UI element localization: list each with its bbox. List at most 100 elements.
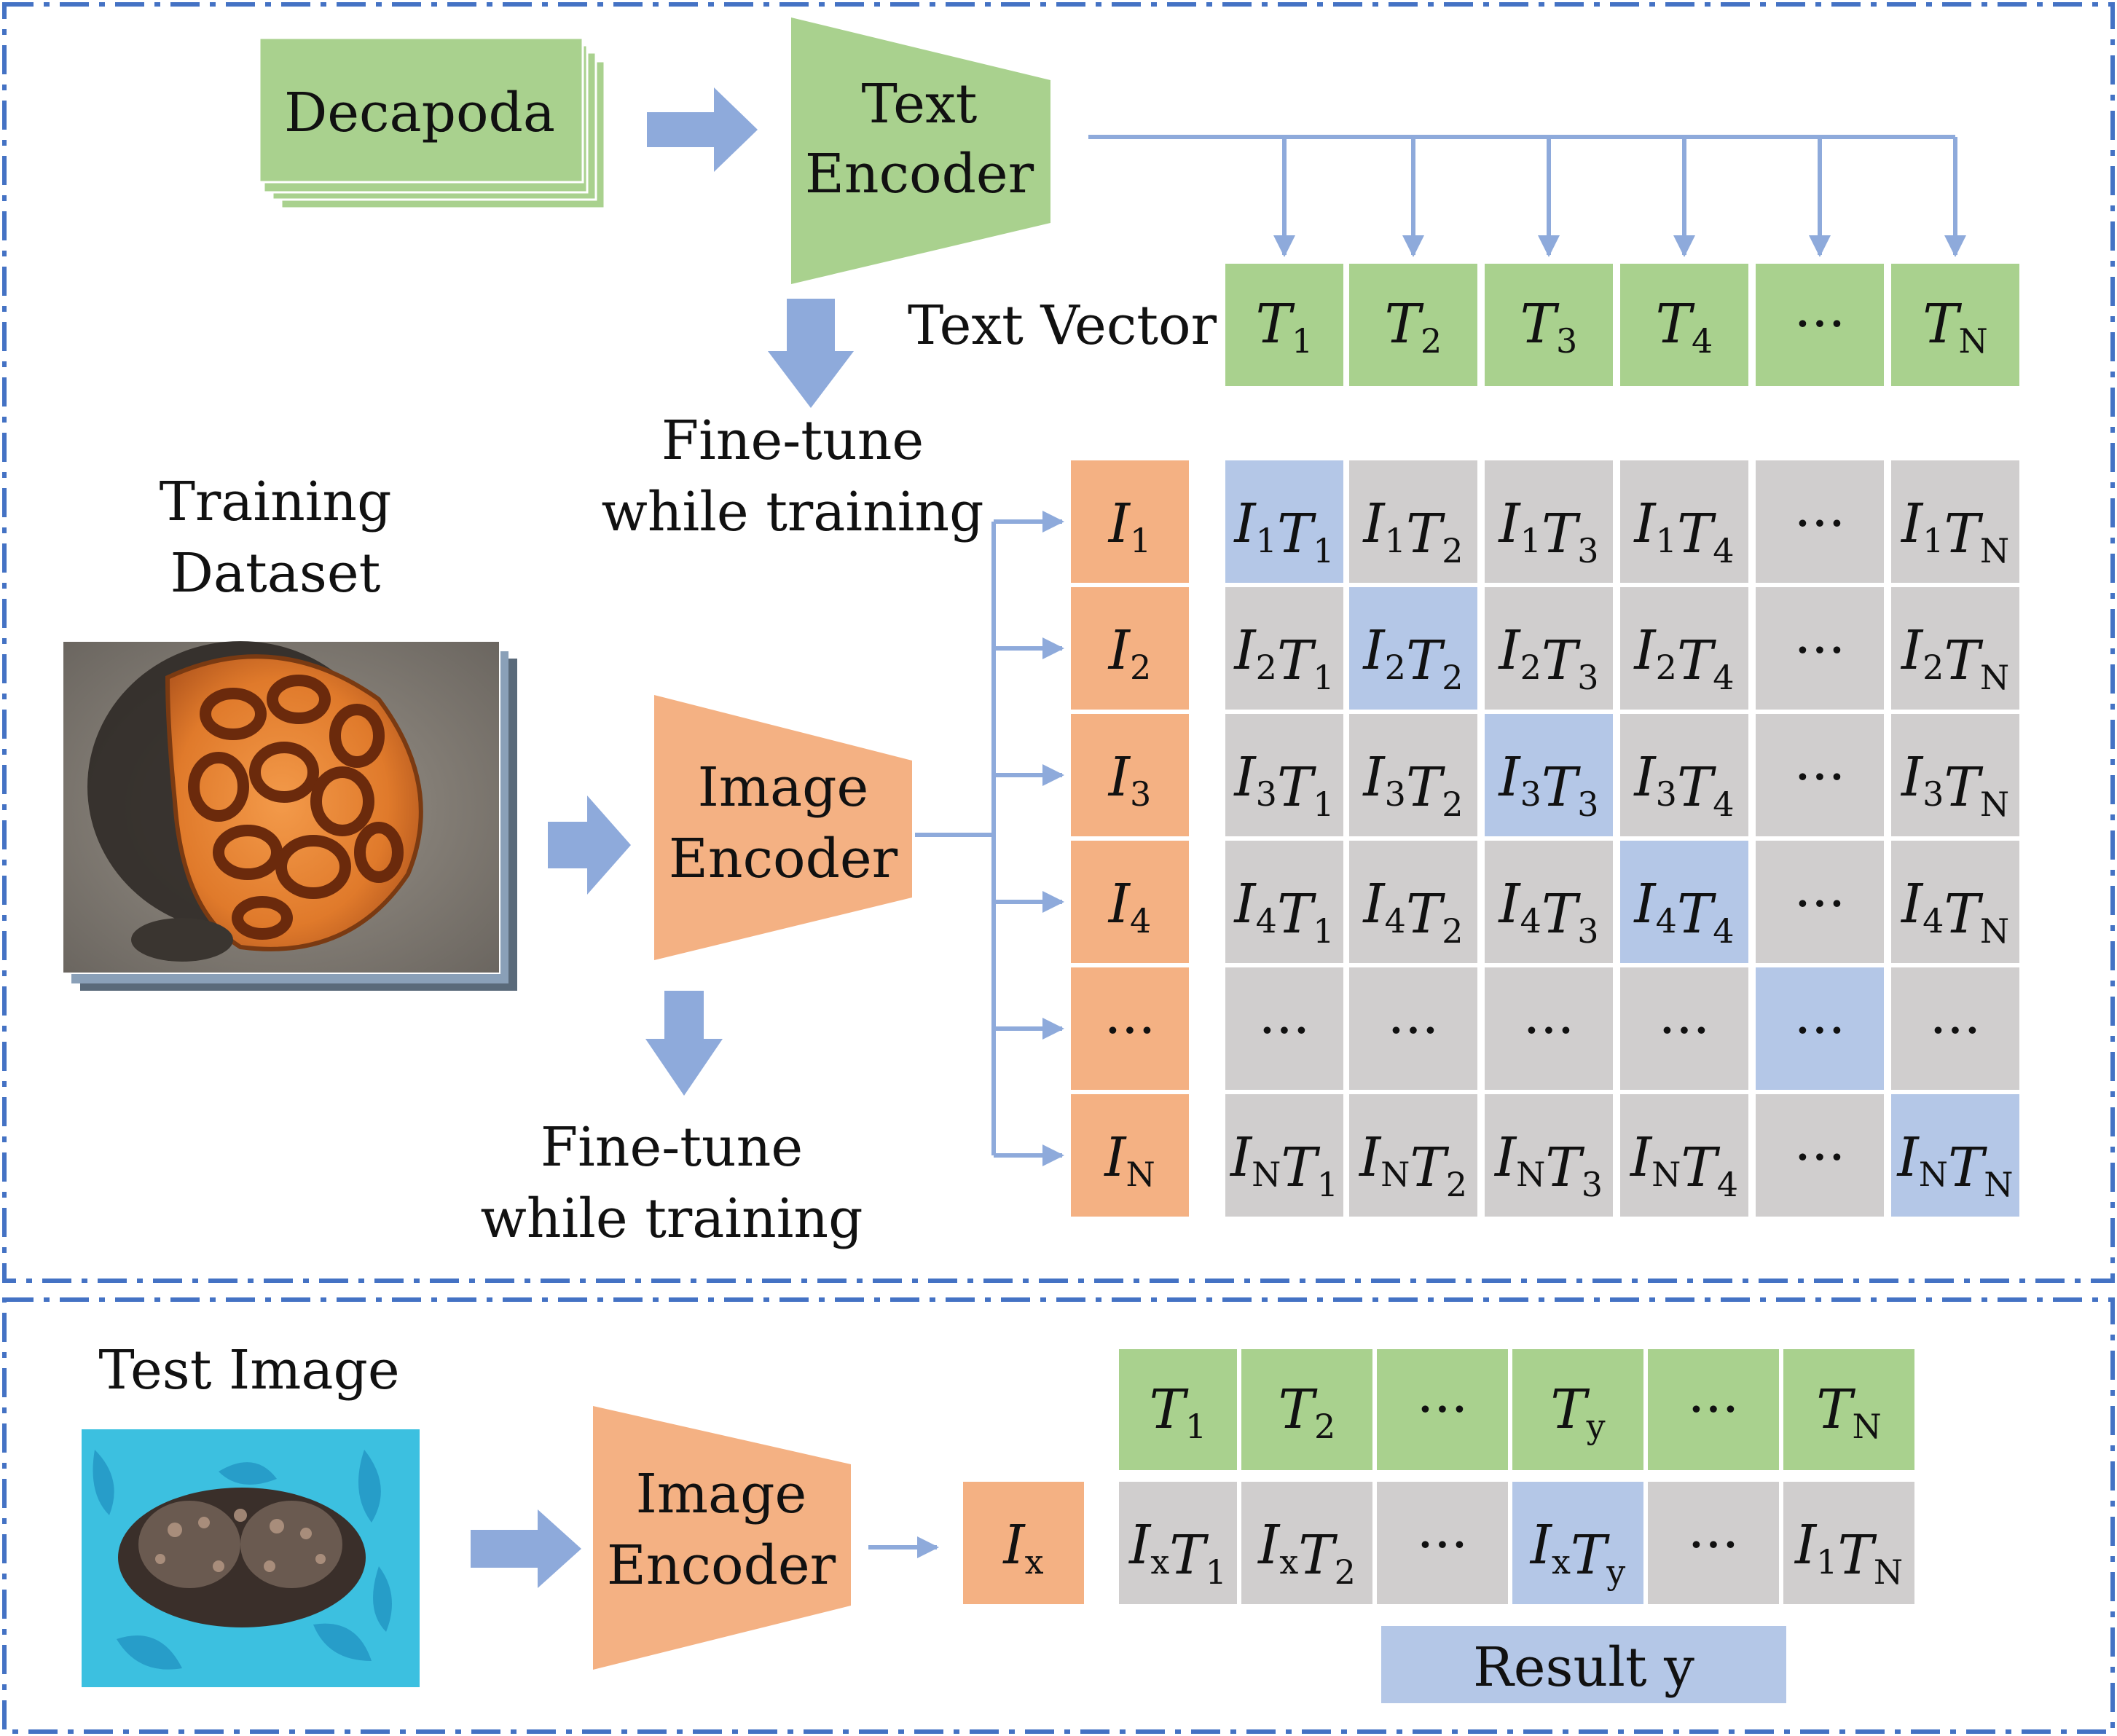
- matrix-cell-text-base: I: [1358, 1126, 1382, 1189]
- matrix-cell-text: INTN: [1896, 1126, 2013, 1204]
- test-image-to-encoder-arrow: [471, 1509, 581, 1588]
- matrix-cell-text-base: I: [1233, 746, 1257, 809]
- matrix-cell: [1225, 1094, 1343, 1217]
- text-vector-token-sub: 4: [1692, 321, 1713, 361]
- image-vector-token-sub: 3: [1130, 774, 1151, 814]
- matrix-cell-text-sub: 1: [1313, 911, 1334, 951]
- matrix-cell-text-sub: 4: [1256, 901, 1277, 940]
- matrix-cell-text-sub: 2: [1656, 648, 1677, 687]
- matrix-cell-text-base: T: [1944, 883, 1983, 946]
- matrix-cell-text: ···: [1794, 619, 1846, 682]
- text-encoder-finetune-arrow: [768, 299, 854, 408]
- matrix-cell-text-sub: 1: [1313, 785, 1334, 824]
- matrix-cell: [1225, 967, 1343, 1090]
- matrix-cell: [1756, 1094, 1884, 1217]
- text-vector-cell: [1620, 264, 1748, 386]
- test-sim-token: IxT1: [1128, 1514, 1227, 1592]
- matrix-cell-text: ···: [1523, 999, 1575, 1062]
- matrix-cell: [1620, 1094, 1748, 1217]
- decapoda-stack: Decapoda: [258, 36, 606, 210]
- matrix-cell: [1485, 587, 1613, 710]
- matrix-cell-text-base: ···: [1523, 999, 1575, 1062]
- matrix-cell: [1349, 714, 1477, 836]
- image-vector-token-base: ···: [1104, 999, 1156, 1062]
- matrix-cell-text-sub: 1: [1256, 521, 1277, 560]
- matrix-cell-text-base: ···: [1388, 999, 1440, 1062]
- training-panel-border: [2, 2, 2115, 1283]
- training-crab-image: [87, 641, 423, 962]
- test-sim-token: I1TN: [1794, 1514, 1903, 1592]
- image-vector-token: I4: [1107, 873, 1152, 940]
- matrix-cell-text: ···: [1794, 492, 1846, 555]
- text-vector-token-base: T: [1385, 293, 1424, 356]
- matrix-cell-text-base: T: [1406, 503, 1445, 565]
- matrix-cell-text-base: I: [1633, 619, 1657, 682]
- matrix-cell-text-sub: 2: [1442, 531, 1463, 570]
- matrix-cell-text: I2T2: [1362, 619, 1463, 697]
- matrix-cell-text: I1T1: [1233, 492, 1334, 570]
- test-sim-cell: [1241, 1482, 1372, 1604]
- finetune-text-label-1: Fine-tune: [661, 409, 924, 472]
- matrix-cell-text-sub: 3: [1656, 774, 1677, 814]
- matrix-cell: [1485, 460, 1613, 583]
- matrix-cell-text-base: I: [1362, 492, 1386, 555]
- matrix-cell-text-base: I: [1233, 619, 1257, 682]
- test-sim-token-sub: 1: [1816, 1542, 1837, 1582]
- matrix-cell-text-base: I: [1233, 873, 1257, 935]
- image-vector-cell: [1071, 967, 1189, 1090]
- matrix-cell-text-base: T: [1406, 756, 1445, 819]
- matrix-cell-text-base: I: [1900, 619, 1924, 682]
- matrix-cell-text-base: ···: [1930, 999, 1982, 1062]
- test-sim-token-sub: N: [1874, 1552, 1903, 1592]
- image-encoder-test: Image Encoder: [593, 1406, 851, 1670]
- matrix-cell-text-sub: 3: [1577, 911, 1598, 951]
- matrix-cell-text: INT4: [1629, 1126, 1738, 1204]
- test-sim-token-base: ···: [1688, 1514, 1740, 1576]
- matrix-cell: [1756, 460, 1884, 583]
- test-sim-token-sub: y: [1606, 1552, 1625, 1592]
- matrix-cell-text: INT3: [1493, 1126, 1603, 1204]
- test-text-token-base: T: [1150, 1378, 1189, 1441]
- test-sim-token-base: I: [1128, 1514, 1152, 1576]
- test-sim-token-base: I: [1257, 1514, 1281, 1576]
- test-sim-token-sub: x: [1279, 1542, 1298, 1582]
- matrix-cell-text-base: I: [1629, 1126, 1653, 1189]
- matrix-cell: [1756, 714, 1884, 836]
- matrix-cell-text-base: I: [1633, 492, 1657, 555]
- test-text-cell: [1377, 1349, 1508, 1470]
- image-vector-token: IN: [1103, 1126, 1155, 1194]
- test-crab-image: [82, 1429, 420, 1687]
- matrix-cell-text-base: T: [1541, 503, 1581, 565]
- matrix-cell-text-sub: N: [1980, 658, 2009, 697]
- matrix-cell-text: I1T2: [1362, 492, 1463, 570]
- matrix-cell: [1620, 967, 1748, 1090]
- test-text-token-base: T: [1816, 1378, 1855, 1441]
- matrix-cell-text-base: I: [1900, 746, 1924, 809]
- matrix-cell: [1891, 841, 2019, 963]
- image-vector-token: I3: [1107, 746, 1152, 814]
- matrix-cell-text-sub: N: [1651, 1155, 1681, 1194]
- matrix-cell-text-sub: 2: [1446, 1165, 1467, 1204]
- matrix-cell: [1485, 1094, 1613, 1217]
- matrix-cell-text: ···: [1794, 999, 1846, 1062]
- matrix-cell-text-base: I: [1497, 619, 1521, 682]
- matrix-cell-text-sub: N: [1980, 785, 2009, 824]
- test-sim-token-sub: x: [1150, 1542, 1169, 1582]
- matrix-cell-text: INT2: [1358, 1126, 1467, 1204]
- image-vector-cell: [1071, 460, 1189, 583]
- image-vector-token: I2: [1107, 619, 1152, 687]
- matrix-cell-text-sub: 3: [1922, 774, 1944, 814]
- matrix-cell-text: ···: [1388, 999, 1440, 1062]
- matrix-cell-text-sub: 4: [1713, 658, 1734, 697]
- matrix-cell-text-base: I: [1633, 746, 1657, 809]
- text-encoder-label-1: Text: [862, 73, 978, 135]
- text-vector-token: T2: [1385, 293, 1442, 361]
- matrix-cell-text-base: T: [1277, 756, 1316, 819]
- test-text-token-base: T: [1550, 1378, 1590, 1441]
- test-sim-token-base: T: [1571, 1524, 1610, 1587]
- matrix-cell: [1349, 460, 1477, 583]
- matrix-cell-text-sub: 4: [1520, 901, 1541, 940]
